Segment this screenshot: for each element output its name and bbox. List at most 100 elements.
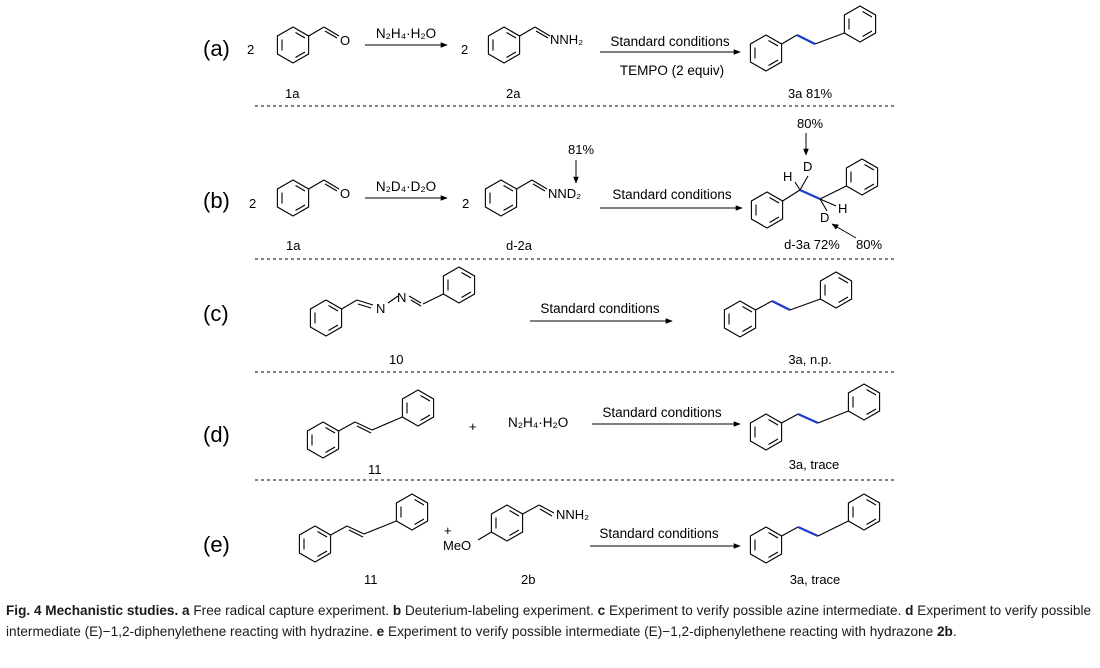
row-e: (e) 11 + MeO NNH₂ 2b Standard conditions: [203, 493, 881, 587]
hydrazone-structure: [487, 26, 551, 64]
product-label-3a: 3a 81%: [788, 86, 833, 101]
panel-label-e: (e): [203, 532, 230, 557]
benzene-ring-icon: [484, 179, 518, 217]
benzene-ring-icon: [306, 421, 340, 459]
svg-text:O: O: [340, 186, 350, 201]
compound-label-2b: 2b: [521, 572, 535, 587]
benzene-ring-icon: [395, 493, 429, 531]
compound-label-2a: 2a: [506, 86, 521, 101]
group-nnd2: NND₂: [548, 186, 581, 201]
caption-text-c: Experiment to verify possible azine inte…: [608, 603, 902, 618]
group-methoxy: MeO: [443, 538, 471, 553]
compound-label-1a: 1a: [285, 86, 300, 101]
benzaldehyde-structure: O: [276, 26, 350, 64]
caption-key-e: e: [376, 623, 385, 639]
benzene-ring-icon: [298, 525, 332, 563]
arrow-up-left-icon: [831, 223, 857, 239]
caption-key-c: c: [597, 603, 606, 618]
benzene-ring-icon: [819, 271, 853, 309]
benzene-ring-icon: [490, 504, 524, 542]
standard-conditions: Standard conditions: [599, 526, 719, 541]
atom-n-2: N: [397, 290, 406, 305]
deuterated-bibenzyl-product: [750, 158, 879, 229]
compound-label-11: 11: [368, 462, 382, 477]
compound-label-1a: 1a: [286, 238, 301, 253]
caption-figure-number: Fig. 4: [6, 603, 42, 618]
caption-text-b: Deuterium-labeling experiment.: [404, 603, 594, 618]
benzene-ring-icon: [847, 493, 881, 531]
coefficient-2a: 2: [462, 196, 469, 211]
caption-key-a: a: [182, 603, 190, 618]
deuterium-incorporation-bottom: 80%: [856, 237, 882, 252]
bibenzyl-product: [723, 271, 853, 338]
benzene-ring-icon: [750, 191, 784, 229]
benzene-ring-icon: [442, 266, 476, 304]
benzaldehyde-structure: O: [276, 179, 350, 217]
figure-caption: Fig. 4 Mechanistic studies. a Free radic…: [6, 601, 1092, 642]
atom-h-2: H: [838, 201, 847, 216]
atom-h-1: H: [783, 169, 792, 184]
bibenzyl-product: [749, 493, 881, 564]
panel-label-c: (c): [203, 301, 229, 326]
bibenzyl-product: [749, 5, 877, 72]
compound-label-11: 11: [364, 572, 378, 587]
caption-text-d: Experiment to verify possible intermedia…: [6, 603, 1092, 639]
reaction-scheme: (a) 2 O 1a N₂H₄·H₂O 2 NNH₂ 2a Standard c…: [203, 5, 897, 587]
caption-period: .: [952, 623, 957, 639]
additive-tempo: TEMPO (2 equiv): [620, 63, 724, 78]
deuterium-incorporation-top: 80%: [797, 116, 823, 131]
panel-label-d: (d): [203, 422, 230, 447]
coefficient-1a: 2: [247, 42, 254, 57]
caption-key-b: b: [392, 603, 402, 618]
benzene-ring-icon: [309, 299, 343, 337]
row-a: (a) 2 O 1a N₂H₄·H₂O 2 NNH₂ 2a Standard c…: [203, 5, 877, 101]
product-label-d3a: d-3a 72%: [784, 237, 840, 252]
benzene-ring-icon: [749, 413, 783, 451]
group-nnh2: NNH₂: [550, 32, 583, 47]
benzene-ring-icon: [401, 389, 435, 427]
reagent-hydrazine: N₂H₄·H₂O: [508, 415, 568, 430]
product-label-3a: 3a, trace: [789, 457, 840, 472]
benzene-ring-icon: [487, 26, 521, 64]
reagent-deuterated-hydrazine: N₂D₄·D₂O: [376, 179, 436, 194]
coefficient-2a: 2: [461, 42, 468, 57]
atom-d-1: D: [803, 159, 812, 174]
benzene-ring-icon: [749, 526, 783, 564]
methoxy-hydrazone-structure: [477, 504, 555, 542]
benzene-ring-icon: [723, 300, 757, 338]
caption-compound-2b: 2b: [936, 623, 953, 639]
panel-label-a: (a): [203, 36, 230, 61]
atom-n-1: N: [376, 301, 385, 316]
caption-title: Mechanistic studies.: [45, 603, 179, 618]
svg-text:O: O: [340, 33, 350, 48]
reagent-hydrazine: N₂H₄·H₂O: [376, 26, 436, 41]
plus-sign: +: [469, 419, 477, 434]
stilbene-structure: [298, 493, 429, 563]
compound-label-10: 10: [389, 352, 403, 367]
standard-conditions: Standard conditions: [602, 405, 722, 420]
benzene-ring-icon: [276, 26, 310, 64]
standard-conditions: Standard conditions: [612, 187, 732, 202]
deuterium-incorporation-hydrazone: 81%: [568, 142, 594, 157]
benzene-ring-icon: [276, 179, 310, 217]
atom-d-2: D: [820, 210, 829, 225]
stilbene-structure: [306, 389, 435, 459]
row-d: (d) 11 + N₂H₄·H₂O Standard conditions 3a…: [203, 383, 881, 477]
caption-text-e: Experiment to verify possible intermedia…: [388, 623, 934, 639]
product-label-3a: 3a, trace: [790, 572, 841, 587]
plus-sign: +: [444, 523, 452, 538]
group-nnh2: NNH₂: [556, 507, 589, 522]
compound-label-d2a: d-2a: [506, 238, 533, 253]
caption-text-a: Free radical capture experiment.: [193, 603, 390, 618]
standard-conditions: Standard conditions: [610, 34, 730, 49]
coefficient-1a: 2: [249, 196, 256, 211]
benzene-ring-icon: [843, 5, 877, 43]
standard-conditions: Standard conditions: [540, 301, 660, 316]
row-b: (b) 2 O 1a N₂D₄·D₂O 2 NND₂ 81% d-2a Stan…: [203, 116, 882, 253]
azine-structure: [309, 266, 476, 337]
benzene-ring-icon: [847, 383, 881, 421]
benzene-ring-icon: [845, 158, 879, 196]
bibenzyl-product: [749, 383, 881, 451]
product-label-3a: 3a, n.p.: [788, 352, 831, 367]
caption-key-d: d: [905, 603, 914, 618]
